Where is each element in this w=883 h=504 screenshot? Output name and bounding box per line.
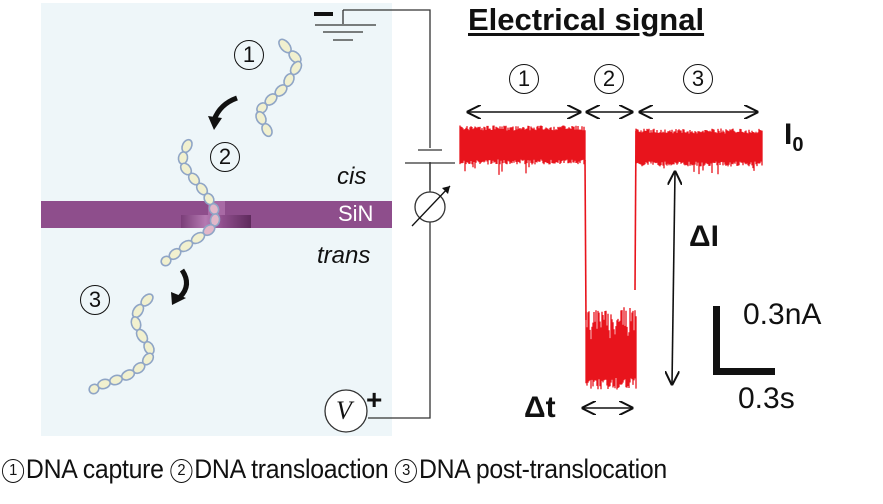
- delta-t-label: Δt: [524, 391, 556, 424]
- dna-strand-post: [88, 293, 155, 395]
- step-2-marker: 2: [210, 142, 240, 172]
- battery-icon: [405, 149, 455, 164]
- delta-i-label: ΔI: [689, 220, 719, 253]
- dna-strand-capture: [255, 38, 303, 138]
- phase-2-marker: 2: [594, 64, 624, 94]
- curved-arrow-capture-icon: [208, 95, 238, 130]
- dna-strand-translocating: [160, 138, 221, 267]
- scale-time-label: 0.3s: [738, 382, 795, 415]
- trans-label: trans: [317, 242, 371, 269]
- scale-bar: [713, 306, 775, 375]
- step-3-marker: 3: [80, 285, 110, 315]
- signal-title: Electrical signal: [468, 2, 705, 37]
- voltage-symbol: V: [336, 396, 352, 425]
- drop-edge: [584, 159, 587, 321]
- membrane-label: SiN: [338, 201, 374, 226]
- baseline-segment-after: [635, 128, 763, 175]
- negative-polarity-icon: [314, 12, 333, 16]
- cis-label: cis: [337, 163, 367, 190]
- delta-i-arrow: [672, 172, 675, 384]
- phase-3-marker: 3: [683, 64, 713, 94]
- phase-1-marker: 1: [509, 64, 539, 94]
- blockade-segment: [585, 307, 637, 390]
- step-1-marker: 1: [234, 40, 264, 70]
- voltage-source-icon: [324, 389, 368, 433]
- ground-icon: [315, 10, 376, 41]
- baseline-current-label: I0: [784, 118, 804, 156]
- current-trace: [459, 125, 763, 390]
- dna-strands: [88, 38, 303, 395]
- phase-arrows: [468, 112, 757, 408]
- baseline-segment-before: [459, 125, 586, 175]
- rise-edge: [634, 130, 637, 291]
- scale-current-label: 0.3nA: [743, 298, 822, 331]
- curved-arrow-post-icon: [171, 268, 189, 305]
- positive-polarity-icon: +: [366, 384, 383, 415]
- ammeter-icon: [411, 185, 451, 227]
